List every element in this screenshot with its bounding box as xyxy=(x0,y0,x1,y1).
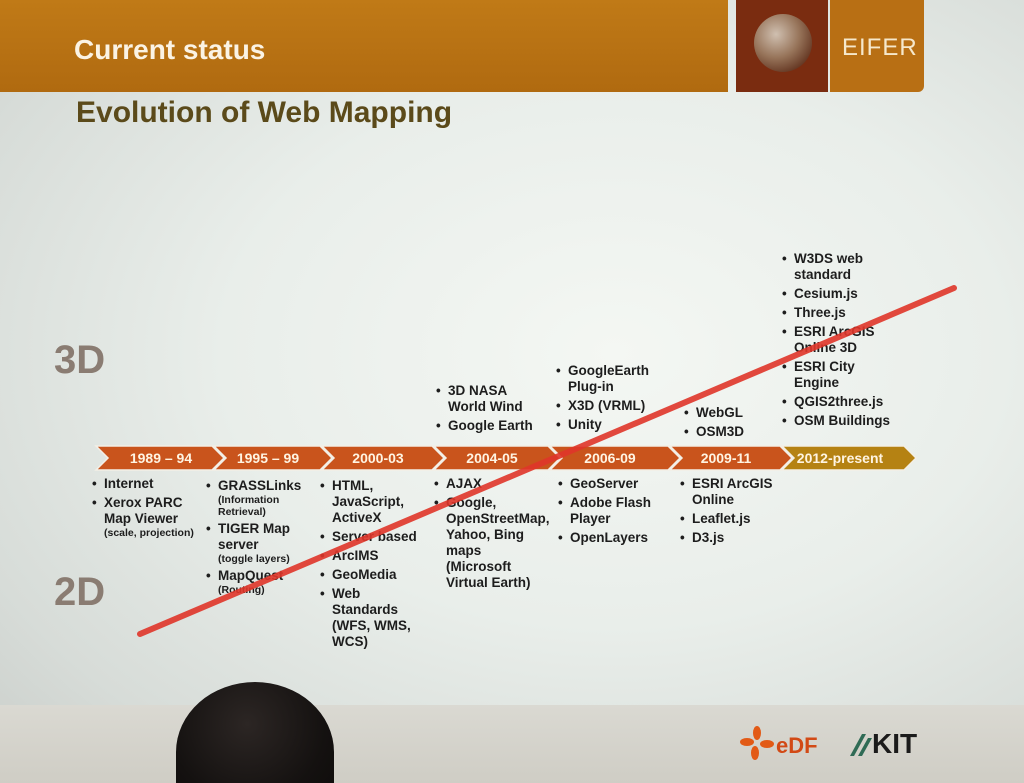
list-3d-2009: WebGL OSM3D xyxy=(684,405,776,443)
list-3d-2006: GoogleEarth Plug-in X3D (VRML) Unity xyxy=(556,363,666,436)
eifer-logo: EIFER xyxy=(842,34,918,61)
list-3d-2004: 3D NASA World Wind Google Earth xyxy=(436,383,546,437)
list-item: Unity xyxy=(556,417,666,433)
period-label-2006: 2006-09 xyxy=(584,450,636,466)
list-2d-2004: AJAX Google, OpenStreetMap, Yahoo, Bing … xyxy=(434,476,550,594)
list-item: TIGER Map server(toggle layers) xyxy=(206,521,316,565)
list-item: ESRI City Engine xyxy=(782,359,900,391)
list-item: Leaflet.js xyxy=(680,511,784,527)
list-item: GeoMedia xyxy=(320,567,430,583)
list-2d-1989: Internet Xerox PARC Map Viewer(scale, pr… xyxy=(92,476,200,542)
kit-logo: KIT xyxy=(872,728,918,759)
period-label-2009: 2009-11 xyxy=(700,450,752,466)
list-item: QGIS2three.js xyxy=(782,394,900,410)
slide-title: Current status xyxy=(74,34,266,65)
list-item: Cesium.js xyxy=(782,286,900,302)
list-item-text: GRASSLinks xyxy=(218,478,302,493)
list-item: Web Standards (WFS, WMS, WCS) xyxy=(320,586,430,650)
label-2d: 2D xyxy=(54,570,106,614)
list-item: Google Earth xyxy=(436,418,546,434)
globe-icon xyxy=(754,14,812,72)
label-3d: 3D xyxy=(54,338,106,382)
list-item: OpenLayers xyxy=(558,530,668,546)
audience-head-silhouette xyxy=(176,682,334,783)
brand-box xyxy=(830,0,924,92)
list-item: HTML, JavaScript, ActiveX xyxy=(320,478,430,526)
list-item: ESRI ArcGIS Online xyxy=(680,476,784,508)
timeline-arrow-segment xyxy=(432,445,562,471)
list-item-text: TIGER Map server xyxy=(218,521,291,552)
period-label-2012: 2012-present xyxy=(796,450,884,466)
list-item: OSM3D xyxy=(684,424,776,440)
list-item: Google, OpenStreetMap, Yahoo, Bing maps … xyxy=(434,495,550,591)
timeline-arrow-segment xyxy=(94,445,226,471)
list-item-note: (Information Retrieval) xyxy=(218,494,280,518)
list-item: X3D (VRML) xyxy=(556,398,666,414)
timeline-arrow-segment xyxy=(668,445,794,471)
list-item: Internet xyxy=(92,476,200,492)
list-item: GoogleEarth Plug-in xyxy=(556,363,666,395)
list-item: WebGL xyxy=(684,405,776,421)
period-label-2000: 2000-03 xyxy=(352,450,404,466)
timeline-arrow-segment xyxy=(212,445,334,471)
list-item: OSM Buildings xyxy=(782,413,900,429)
timeline-arrow-segment xyxy=(548,445,682,471)
list-item: Adobe Flash Player xyxy=(558,495,668,527)
list-item: Three.js xyxy=(782,305,900,321)
list-item-note: (toggle layers) xyxy=(218,553,290,565)
list-item-text: Xerox PARC Map Viewer xyxy=(104,495,183,526)
edf-logo: eDF xyxy=(776,733,818,758)
period-label-1989: 1989 – 94 xyxy=(129,450,193,466)
period-label-1995: 1995 – 99 xyxy=(236,450,300,466)
list-item: D3.js xyxy=(680,530,784,546)
list-item-note: (scale, projection) xyxy=(104,527,194,539)
list-2d-2009: ESRI ArcGIS Online Leaflet.js D3.js xyxy=(680,476,784,549)
list-item: GeoServer xyxy=(558,476,668,492)
footer-bar xyxy=(0,705,1024,783)
list-item: AJAX xyxy=(434,476,546,492)
list-2d-2006: GeoServer Adobe Flash Player OpenLayers xyxy=(558,476,668,549)
list-item: GRASSLinks(Information Retrieval) xyxy=(206,478,316,518)
period-label-2004: 2004-05 xyxy=(466,450,518,466)
kit-logo-icon xyxy=(850,734,872,756)
slide-subtitle: Evolution of Web Mapping xyxy=(76,96,453,129)
header-bar xyxy=(0,0,728,92)
edf-logo-icon xyxy=(740,726,774,760)
list-2d-1995: GRASSLinks(Information Retrieval) TIGER … xyxy=(206,478,316,599)
list-item: 3D NASA World Wind xyxy=(436,383,546,415)
timeline-arrow-segment xyxy=(320,445,446,471)
list-item: W3DS web standard xyxy=(782,251,900,283)
list-item: Xerox PARC Map Viewer(scale, projection) xyxy=(92,495,200,539)
timeline-arrow-segment xyxy=(780,445,918,471)
strike-line xyxy=(137,285,957,637)
